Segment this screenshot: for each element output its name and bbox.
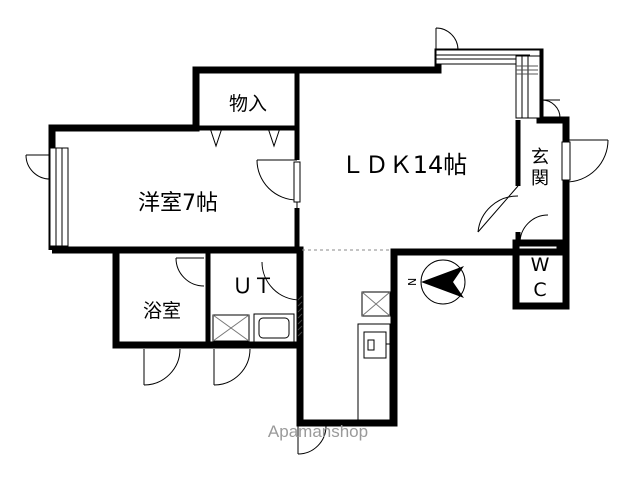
label-entrance-2: 関 <box>531 168 549 189</box>
outer-wall-main <box>48 48 570 427</box>
label-wc-1: W <box>531 254 550 276</box>
compass-arrow-icon <box>421 266 464 298</box>
fixtures <box>212 141 571 421</box>
washer-pan <box>212 314 250 342</box>
kitchen-counter <box>357 323 391 421</box>
doors <box>25 27 609 455</box>
compass-label: N <box>406 278 419 286</box>
label-storage: 物入 <box>229 93 267 115</box>
fridge-space <box>361 291 391 317</box>
utility-hatch <box>297 295 303 337</box>
hatch-corner <box>516 65 538 75</box>
washbasin <box>253 313 295 343</box>
kitchen-sink <box>363 331 387 359</box>
interior-walls <box>196 72 521 345</box>
balcony-window-top <box>435 49 541 119</box>
window-western-left <box>49 147 69 247</box>
label-ldk: ＬＤＫ14帖 <box>341 151 468 179</box>
walls <box>48 48 570 427</box>
label-entrance-1: 玄 <box>531 147 549 168</box>
label-wc-2: C <box>533 279 546 301</box>
label-utility: ＵＴ <box>232 274 274 298</box>
north-arrow: N <box>406 259 466 305</box>
label-western-room: 洋室7帖 <box>138 191 218 216</box>
watermark: Apamanshop <box>268 422 368 441</box>
label-bath: 浴室 <box>143 300 181 322</box>
